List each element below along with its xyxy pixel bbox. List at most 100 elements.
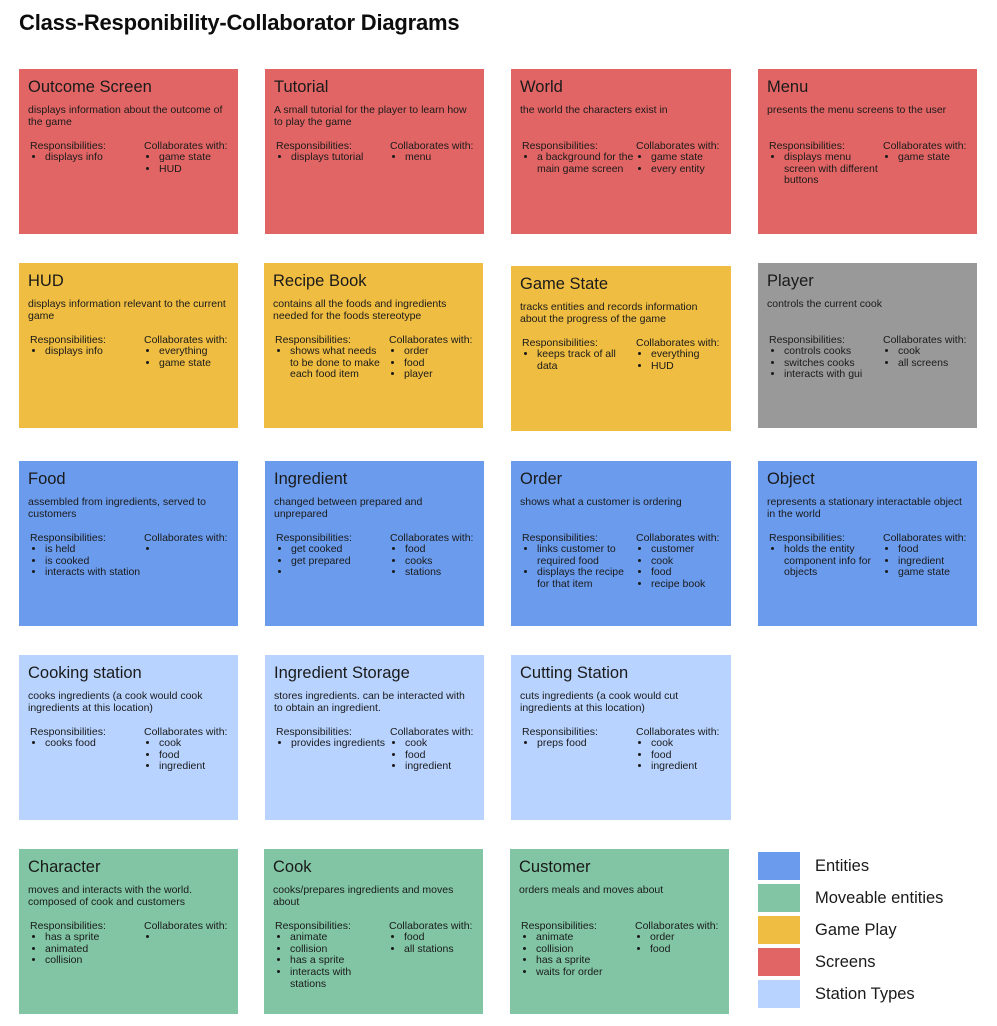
collaborators-list: game stateevery entity xyxy=(634,151,731,176)
collaborators-list: customercookfoodrecipe book xyxy=(634,543,731,591)
responsibilities-column: Responsibilities:displays tutorial xyxy=(274,140,388,164)
collaborates-label: Collaborates with: xyxy=(636,140,720,152)
responsibilities-column: Responsibilities:holds the entity compon… xyxy=(767,532,881,579)
collaborators-list: orderfoodplayer xyxy=(387,345,483,381)
collaborators-list: cookall screens xyxy=(881,345,977,369)
responsibilities-list: shows what needs to be done to make each… xyxy=(273,345,387,381)
card-description: represents a stationary interactable obj… xyxy=(767,496,962,520)
card-title: Cook xyxy=(273,858,312,876)
list-item: controls cooks xyxy=(784,345,881,358)
list-item: animated xyxy=(45,943,142,956)
responsibilities-list: displays tutorial xyxy=(274,151,388,164)
list-item: customer xyxy=(651,543,731,556)
collaborators-column: Collaborates with:cookall screens xyxy=(881,334,977,381)
card-description: A small tutorial for the player to learn… xyxy=(274,104,467,128)
list-item: holds the entity component info for obje… xyxy=(784,543,881,579)
list-item: keeps track of all data xyxy=(537,348,634,372)
collaborators-column: Collaborates with:cookfoodingredient xyxy=(142,726,238,773)
legend-swatch xyxy=(758,852,800,880)
list-item: displays info xyxy=(45,151,142,164)
collaborates-label: Collaborates with: xyxy=(636,532,720,544)
responsibilities-list: get cookedget prepared xyxy=(274,543,388,579)
collaborators-list xyxy=(142,544,238,556)
responsibilities-label: Responsibilities: xyxy=(521,920,597,932)
card-description: changed between prepared and unprepared xyxy=(274,496,423,520)
list-item: cook xyxy=(898,345,977,358)
list-item: cook xyxy=(405,737,484,750)
collaborators-column: Collaborates with:cookfoodingredient xyxy=(388,726,484,773)
collaborators-column: Collaborates with: xyxy=(142,532,238,579)
responsibilities-list: a background for the main game screen xyxy=(520,151,634,175)
card-description: displays information about the outcome o… xyxy=(28,104,223,128)
legend-item: Game Play xyxy=(758,916,897,944)
list-item: everything xyxy=(159,345,238,358)
card-columns: Responsibilities:controls cooksswitches … xyxy=(767,334,968,381)
responsibilities-label: Responsibilities: xyxy=(275,920,351,932)
card-description: displays information relevant to the cur… xyxy=(28,298,226,322)
card-columns: Responsibilities:displays infoCollaborat… xyxy=(28,334,229,369)
card-title: Tutorial xyxy=(274,78,329,96)
card-title: Customer xyxy=(519,858,591,876)
card-title: Food xyxy=(28,470,66,488)
card-title: Game State xyxy=(520,275,609,293)
list-item: food xyxy=(405,543,484,556)
list-item: switches cooks xyxy=(784,357,881,370)
collaborators-column: Collaborates with:game stateevery entity xyxy=(634,140,731,175)
list-item: a background for the main game screen xyxy=(537,151,634,175)
card-description: tracks entities and records information … xyxy=(520,301,698,325)
card-description: assembled from ingredients, served to cu… xyxy=(28,496,207,520)
collaborates-label: Collaborates with: xyxy=(883,334,967,346)
card-description: presents the menu screens to the user xyxy=(767,104,947,116)
collaborates-label: Collaborates with: xyxy=(144,140,228,152)
responsibilities-label: Responsibilities: xyxy=(522,140,598,152)
list-item: has a sprite xyxy=(536,955,633,967)
responsibilities-column: Responsibilities:animatecollisionhas a s… xyxy=(273,920,387,991)
collaborators-column: Collaborates with:orderfood xyxy=(633,920,729,979)
collaborators-column: Collaborates with:customercookfoodrecipe… xyxy=(634,532,731,591)
card-columns: Responsibilities:preps foodCollaborates … xyxy=(520,726,722,773)
card-description: shows what a customer is ordering xyxy=(520,496,682,508)
list-item: displays menu screen with different butt… xyxy=(784,151,881,187)
legend-item: Moveable entities xyxy=(758,884,943,912)
collaborates-label: Collaborates with: xyxy=(144,920,228,932)
list-item: get cooked xyxy=(291,543,388,556)
collaborators-list: cookfoodingredient xyxy=(388,737,484,773)
list-item: stations xyxy=(405,567,484,579)
responsibilities-list: displays info xyxy=(28,345,142,358)
list-item: is cooked xyxy=(45,555,142,568)
collaborators-list: everythinggame state xyxy=(142,345,238,369)
collaborates-label: Collaborates with: xyxy=(389,334,473,346)
list-item: food xyxy=(404,357,483,370)
list-item: all stations xyxy=(404,943,483,956)
legend-label: Moveable entities xyxy=(815,888,944,907)
responsibilities-column: Responsibilities:animatecollisionhas a s… xyxy=(519,920,633,979)
list-item: game state xyxy=(898,151,977,164)
list-item: shows what needs to be done to make each… xyxy=(290,345,387,381)
crc-card: Menu presents the menu screens to the use… xyxy=(758,69,977,234)
responsibilities-label: Responsibilities: xyxy=(30,334,106,346)
list-item: every entity xyxy=(651,163,731,176)
crc-card: Game State tracks entities and records in… xyxy=(511,266,731,431)
responsibilities-label: Responsibilities: xyxy=(276,726,352,738)
responsibilities-column: Responsibilities:cooks food xyxy=(28,726,142,773)
collaborators-column: Collaborates with:cookfoodingredient xyxy=(634,726,731,773)
legend-swatch xyxy=(758,916,800,944)
list-item: is held xyxy=(45,543,142,556)
responsibilities-label: Responsibilities: xyxy=(522,337,598,349)
page-title: Class-Responibility-Collaborator Diagram… xyxy=(19,10,460,35)
card-columns: Responsibilities:get cookedget preparedC… xyxy=(274,532,475,579)
list-item: provides ingredients xyxy=(291,737,388,750)
responsibilities-label: Responsibilities: xyxy=(30,726,106,738)
card-description: cooks/prepares ingredients and moves abo… xyxy=(273,884,454,908)
responsibilities-column: Responsibilities:links customer to requi… xyxy=(520,532,634,591)
responsibilities-label: Responsibilities: xyxy=(522,726,598,738)
card-description: cuts ingredients (a cook would cut ingre… xyxy=(520,690,679,714)
collaborates-label: Collaborates with: xyxy=(636,726,720,738)
list-item: preps food xyxy=(537,737,634,750)
collaborators-list: foodingredientgame state xyxy=(881,543,977,579)
list-item: food xyxy=(159,749,238,762)
card-title: Menu xyxy=(767,78,809,96)
